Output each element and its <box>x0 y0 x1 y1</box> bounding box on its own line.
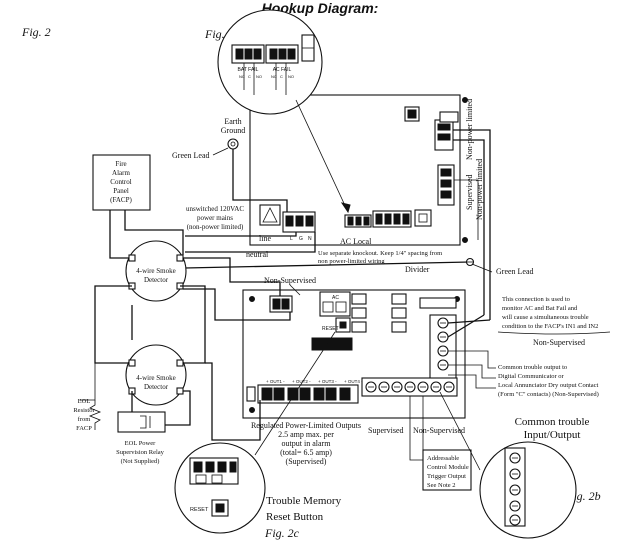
eol-relay-line-2: Supervision Relay <box>116 449 165 456</box>
fig-2a-magnifier: BAT FAIL AC FAIL NC C NO NC C NO <box>217 9 351 214</box>
board-reset-label: RESET <box>322 326 339 332</box>
knockout-line-2: non power-limited wiring <box>318 258 385 265</box>
eol-resistor-line-3: from <box>78 416 91 423</box>
term-nc-2: NC <box>271 74 277 79</box>
ac-fail-label: AC FAIL <box>273 67 292 73</box>
facp-panel: Fire Alarm Control Panel (FACP) <box>92 154 151 211</box>
eol-resistor-line-4: FACP <box>76 425 92 432</box>
out4-label: + OUT4 - <box>344 379 363 384</box>
facp-line-2: Alarm <box>112 169 130 177</box>
supervised-vertical: Supervised <box>465 174 474 210</box>
earth-ground: Earth Ground Green Lead <box>172 117 288 212</box>
non-supervised-top: Non-Supervised <box>264 276 316 285</box>
eol-resistor-line-1: EOL <box>78 398 91 405</box>
fig-2c-magnifier: RESET Trouble Memory Reset Button <box>174 331 342 534</box>
knockout-line-1: Use separate knockout. Keep 1/4" spacing… <box>318 250 442 257</box>
smoke-bottom-line-2: Detector <box>144 383 169 391</box>
trouble-note-line-4: (Form "C" contacts) (Non-Supervised) <box>498 391 599 398</box>
facp-line-4: Panel <box>113 187 129 195</box>
board-l-label: L <box>290 236 293 242</box>
supervised-bottom: Supervised <box>368 426 404 435</box>
trouble-note-line-1: Common trouble output to <box>498 364 567 371</box>
term-no-1: NO <box>256 74 262 79</box>
mains-line-1: unswitched 120VAC <box>186 205 244 213</box>
out1-label: + OUT1 - <box>266 379 285 384</box>
connection-note-line-4: condition to the FACP's IN1 and IN2 <box>502 323 598 330</box>
fig-2c-label: Fig. 2c <box>264 526 300 540</box>
connection-note-line-3: will cause a simultaneous trouble <box>502 314 589 321</box>
eol-resistor: EOL Resistor from FACP <box>73 398 102 432</box>
fig-2c-reset-label: RESET <box>190 507 209 513</box>
term-nc-1: NC <box>239 74 245 79</box>
smoke-bottom-line-1: 4-wire Smoke <box>136 374 175 382</box>
regulated-line-5: (Supervised) <box>286 457 327 466</box>
eol-relay: EOL Power Supervision Relay (Not Supplie… <box>116 411 166 465</box>
addressable-line-2: Control Module <box>427 464 469 471</box>
smoke-top-line-2: Detector <box>144 276 169 284</box>
mains-line-3: (non-power limited) <box>187 223 244 231</box>
green-lead-right-label: Green Lead <box>496 267 534 276</box>
board-g-label: G <box>299 236 303 242</box>
facp-line-3: Control <box>110 178 131 186</box>
divider-label: Divider <box>405 265 430 274</box>
common-trouble-line-1: Common trouble <box>515 416 590 428</box>
common-trouble-note: Common trouble output to Digital Communi… <box>448 350 599 398</box>
facp-line-5: (FACP) <box>110 196 132 204</box>
term-c-2: C <box>280 74 283 79</box>
board-n-label: N <box>308 236 312 242</box>
fig-2-label: Fig. 2 <box>21 25 51 39</box>
trouble-memory-line-1: Trouble Memory <box>266 495 342 507</box>
line-label: line <box>259 234 271 243</box>
trouble-memory-line-2: Reset Button <box>266 511 324 523</box>
addressable-line-4: See Note 2 <box>427 482 456 489</box>
addressable-line-1: Addressable <box>427 455 459 462</box>
connection-note: This connection is used to monitor AC an… <box>447 296 611 347</box>
fig-2b-magnifier: Common trouble Input/Output <box>439 391 590 539</box>
common-trouble-line-2: Input/Output <box>524 429 581 441</box>
addressable-module: Addressable Control Module Trigger Outpu… <box>409 396 472 491</box>
regulated-line-1: Regulated Power-Limited Outputs <box>251 421 361 430</box>
eol-relay-line-3: (Not Supplied) <box>121 458 160 465</box>
mains-line-2: power mains <box>197 214 233 222</box>
non-power-limited-vertical: Non-power limited <box>475 159 484 220</box>
ground-label: Ground <box>221 126 245 135</box>
upper-board: L G N <box>249 94 468 246</box>
regulated-line-4: (total= 6.5 amp) <box>280 448 332 457</box>
non-supervised-bottom: Non-Supervised <box>413 426 465 435</box>
connection-note-line-1: This connection is used to <box>502 296 570 303</box>
board-ac-label: AC <box>332 295 339 301</box>
trouble-note-line-2: Digital Communicator or <box>498 373 565 380</box>
smoke-top-line-1: 4-wire Smoke <box>136 267 175 275</box>
out3-label: + OUT3 - <box>318 379 337 384</box>
earth-label: Earth <box>224 117 241 126</box>
green-lead-label: Green Lead <box>172 151 210 160</box>
smoke-detector-bottom: 4-wire Smoke Detector <box>125 344 187 406</box>
eol-resistor-line-2: Resistor <box>73 407 95 414</box>
regulated-line-3: output in alarm <box>282 439 332 448</box>
regulated-line-2: 2.5 amp max. per <box>278 430 334 439</box>
facp-line-1: Fire <box>115 160 126 168</box>
neutral-label: neutral <box>246 250 269 259</box>
term-no-2: NO <box>288 74 294 79</box>
smoke-detector-top: 4-wire Smoke Detector <box>125 240 187 302</box>
addressable-line-3: Trigger Output <box>427 473 466 480</box>
diagram-title: Hookup Diagram: <box>262 0 379 16</box>
trouble-note-line-3: Local Annunciator Dry output Contact <box>498 382 599 389</box>
term-c-1: C <box>248 74 251 79</box>
bat-fail-label: BAT FAIL <box>238 67 259 73</box>
eol-relay-line-1: EOL Power <box>125 440 156 447</box>
non-supervised-right: Non-Supervised <box>533 338 585 347</box>
ac-local-label: AC Local <box>340 237 372 246</box>
connection-note-line-2: monitor AC and Bat Fail and <box>502 305 578 312</box>
lower-board: AC RESET + OUT1 - + OUT2 - + OUT3 - <box>242 289 466 419</box>
out2-label: + OUT2 - <box>292 379 311 384</box>
